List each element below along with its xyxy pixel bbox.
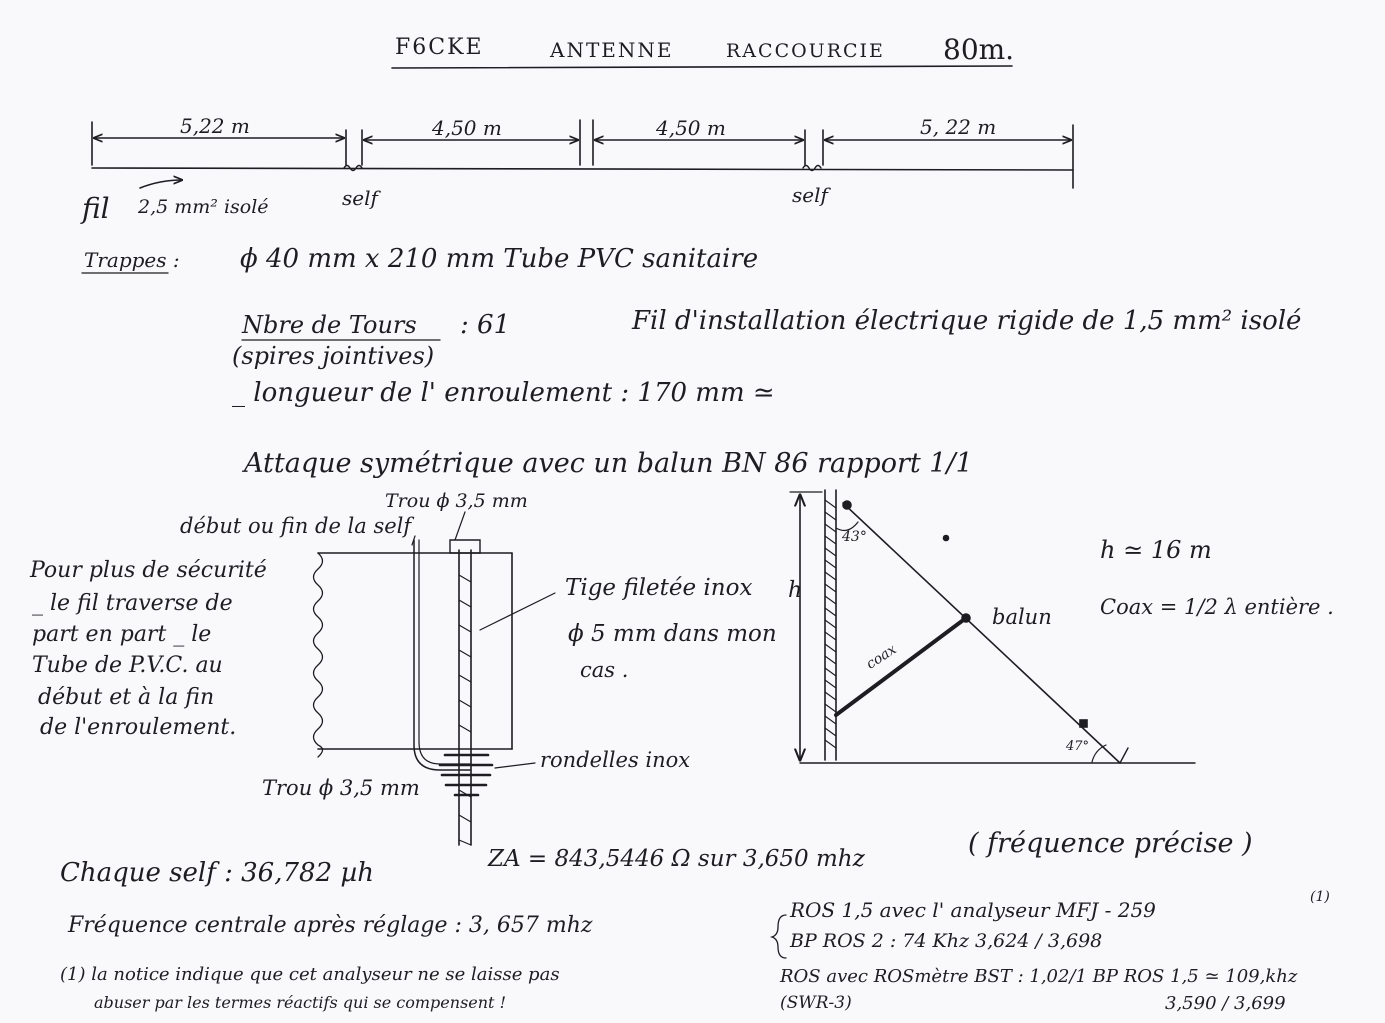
angle-arc-bottom (1091, 744, 1107, 763)
balun-dot (961, 613, 971, 623)
wire-arrow (139, 180, 182, 189)
h-value: h ≃ 16 m (1100, 536, 1212, 564)
dim-label-4: 5, 22 m (920, 115, 997, 139)
ros-analyseur: ROS 1,5 avec l' analyseur MFJ - 259 (790, 898, 1156, 922)
tours-note: (spires jointives) (232, 342, 435, 370)
self-value: Chaque self : 36,782 µh (60, 858, 375, 888)
angle-arc-top (835, 521, 859, 532)
precise-note: ( fréquence précise ) (968, 828, 1253, 859)
rod-nut-top (449, 539, 481, 554)
tours-label: Nbre de Tours (242, 311, 417, 339)
tours-wire: Fil d'installation électrique rigide de … (632, 306, 1302, 336)
antenna-slope (842, 502, 1121, 764)
angle-bottom-label: 47° (1066, 739, 1090, 754)
za-value: ZA = 843,5446 Ω sur 3,650 mhz (488, 846, 865, 872)
bp-ros: BP ROS 2 : 74 Khz 3,624 / 3,698 (790, 930, 1103, 952)
debut-label: début ou fin de la self (180, 514, 412, 538)
antenna-wire (91, 167, 1074, 171)
title-band: 80m. (943, 33, 1015, 66)
trap-mark (1079, 719, 1088, 728)
self-left-label: self (342, 186, 378, 210)
coil-zigzag (312, 552, 324, 758)
wire-label: fil (82, 192, 110, 225)
tige-line-2: ϕ 5 mm dans mon (568, 621, 777, 647)
angle-top-label: 43° (842, 529, 867, 545)
safety-line-6: de l'enroulement. (40, 715, 237, 740)
tours-length: _ longueur de l' enroulement : 170 mm ≃ (232, 378, 775, 408)
top-dot (842, 500, 852, 510)
tours-value: : 61 (460, 310, 511, 340)
dim-label-1: 5,22 m (180, 114, 250, 138)
ros-note: (1) (1310, 889, 1330, 905)
trappes-label: Trappes : (84, 248, 180, 272)
safety-line-4: Tube de P.V.C. au (32, 653, 223, 678)
coax-length: Coax = 1/2 λ entière . (1100, 595, 1334, 619)
brace (769, 914, 787, 959)
wire-spec: 2,5 mm² isolé (138, 196, 269, 218)
threaded-rod (458, 549, 472, 846)
rondelles-label: rondelles inox (540, 748, 691, 772)
balun-label: balun (992, 605, 1052, 629)
safety-line-3: part en part _ le (32, 622, 212, 647)
trou-bottom-label: Trou ϕ 3,5 mm (262, 776, 420, 800)
self-mark-right (802, 164, 822, 172)
self-mark-left (343, 164, 363, 172)
footnote-line-1: (1) la notice indique que cet analyseur … (60, 964, 560, 985)
safety-line-2: _ le fil traverse de (32, 591, 233, 616)
washers (438, 753, 494, 797)
ros-meter-range: 3,590 / 3,699 (1165, 993, 1286, 1014)
ros-meter: ROS avec ROSmètre BST : 1,02/1 BP ROS 1,… (780, 966, 1298, 987)
internal-wire (413, 539, 471, 771)
title-underline (391, 65, 1013, 69)
trou-top-label: Trou ϕ 3,5 mm (385, 490, 528, 512)
safety-line-1: Pour plus de sécurité (30, 558, 267, 583)
mast-h-letter: h (788, 578, 803, 603)
dim-label-2: 4,50 m (432, 116, 502, 140)
trappes-spec: ϕ 40 mm x 210 mm Tube PVC sanitaire (240, 244, 759, 274)
coax-line (834, 616, 968, 717)
title-callsign: F6CKE (395, 35, 484, 60)
dim-label-3: 4,50 m (656, 116, 726, 140)
footnote-line-2: abuser par les termes réactifs qui se co… (94, 993, 506, 1012)
ros-meter-model: (SWR-3) (780, 993, 852, 1013)
title-antenne: ANTENNE (550, 38, 674, 62)
tige-line-3: cas . (580, 658, 629, 682)
freq-center: Fréquence centrale après réglage : 3, 65… (68, 913, 593, 938)
tige-line-1: Tige filetée inox (565, 575, 753, 601)
title-raccourcie: RACCOURCIE (726, 40, 885, 62)
self-right-label: self (792, 183, 828, 207)
mast-hatch (824, 499, 837, 749)
safety-line-5: début et à la fin (38, 685, 215, 710)
attaque-line: Attaque symétrique avec un balun BN 86 r… (244, 448, 973, 479)
